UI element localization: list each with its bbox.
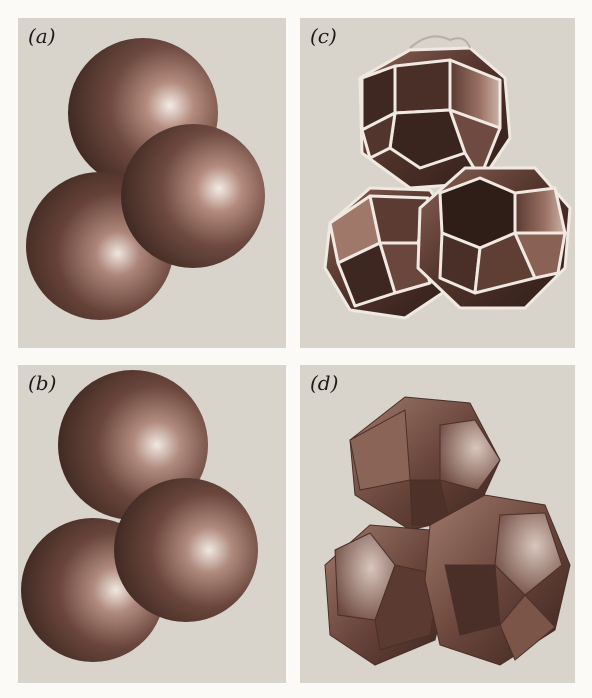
- panel-b: (b): [18, 365, 286, 683]
- cell-right: [418, 168, 570, 308]
- panel-b-label: (b): [28, 371, 56, 395]
- panel-a: (a): [18, 18, 286, 348]
- panel-d-drawing: [300, 365, 575, 683]
- panel-d: (d): [300, 365, 575, 683]
- panel-c-label: (c): [310, 24, 337, 48]
- polyhedron-right: [425, 495, 570, 665]
- panel-c-drawing: [300, 18, 575, 348]
- cell-top-rim: [410, 36, 470, 48]
- panel-c: (c): [300, 18, 575, 348]
- sphere-right: [114, 478, 258, 622]
- panel-d-label: (d): [310, 371, 338, 395]
- panel-b-drawing: [18, 365, 286, 683]
- panel-a-label: (a): [28, 24, 56, 48]
- sphere-right: [121, 124, 265, 268]
- panel-a-drawing: [18, 18, 286, 348]
